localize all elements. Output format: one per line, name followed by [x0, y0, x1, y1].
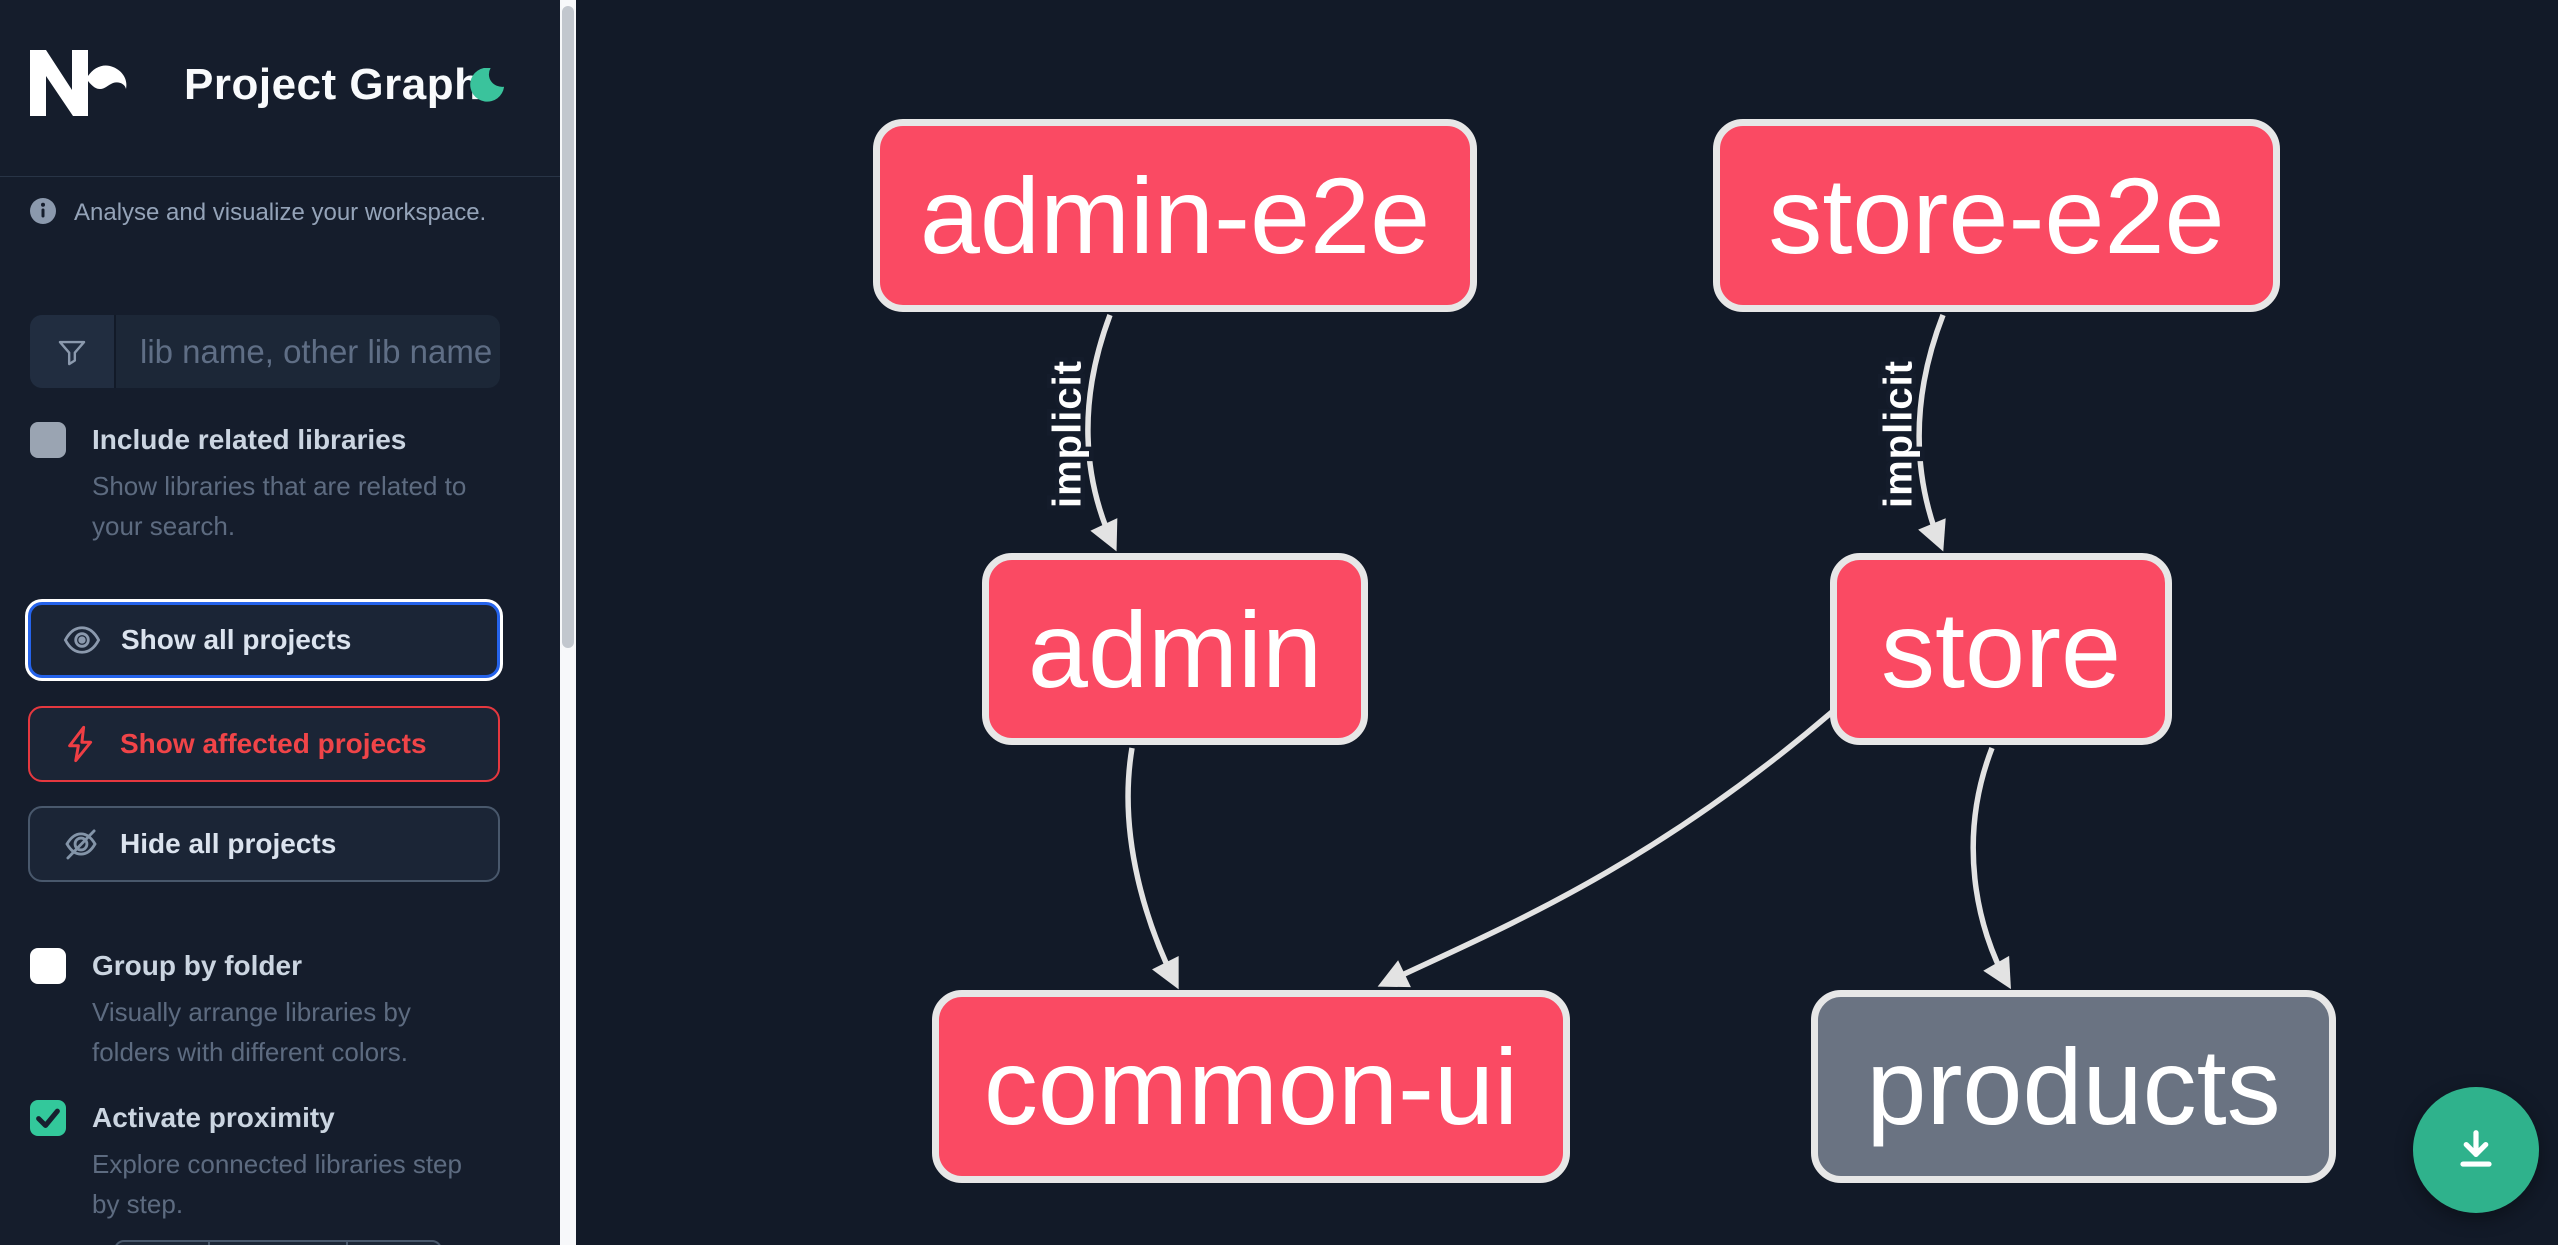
group-by-folder-label: Group by folder	[92, 950, 302, 981]
node-label: store	[1880, 588, 2122, 710]
node-label: products	[1866, 1026, 2281, 1147]
sidebar-header: Project Graph	[0, 0, 560, 177]
page-title: Project Graph	[184, 60, 482, 109]
filter-icon	[30, 315, 116, 388]
include-related-checkbox[interactable]	[30, 422, 66, 458]
search-input[interactable]	[116, 315, 500, 388]
download-icon	[2460, 1130, 2492, 1167]
include-related-description: Show libraries that are related to your …	[92, 471, 467, 541]
sidebar-scrollbar-thumb[interactable]	[562, 6, 574, 648]
sidebar: Project Graph Analyse and visualize your…	[0, 0, 560, 1245]
eye-off-icon	[60, 823, 102, 865]
activate-proximity-description: Explore connected libraries step by step…	[92, 1149, 462, 1219]
activate-proximity-checkbox[interactable]	[30, 1100, 66, 1136]
hide-all-projects-button[interactable]: Hide all projects	[28, 806, 500, 882]
show-affected-projects-button[interactable]: Show affected projects	[28, 706, 500, 782]
download-graph-button[interactable]	[2413, 1087, 2539, 1213]
theme-toggle-moon-icon[interactable]	[470, 67, 505, 104]
nx-logo-icon	[28, 50, 128, 116]
info-icon	[30, 198, 56, 224]
include-related-label: Include related libraries	[92, 424, 407, 455]
node-label: admin	[1027, 588, 1323, 710]
hide-all-projects-label: Hide all projects	[120, 828, 337, 859]
graph-node-common-ui[interactable]: common-ui	[932, 990, 1570, 1183]
eye-icon	[61, 619, 103, 661]
show-all-projects-button[interactable]: Show all projects	[28, 602, 500, 678]
node-label: common-ui	[983, 1026, 1519, 1147]
activate-proximity-label: Activate proximity	[92, 1102, 335, 1133]
workspace-info-text: Analyse and visualize your workspace.	[74, 199, 487, 226]
group-by-folder-checkbox[interactable]	[30, 948, 66, 984]
graph-node-admin-e2e[interactable]: admin-e2e	[873, 119, 1477, 312]
graph-node-store[interactable]: store	[1830, 553, 2172, 745]
graph-node-store-e2e[interactable]: store-e2e	[1713, 119, 2280, 312]
proximity-stepper[interactable]	[114, 1240, 442, 1245]
header-divider	[0, 176, 560, 177]
show-all-projects-label: Show all projects	[121, 624, 352, 655]
bolt-icon	[60, 723, 102, 765]
search-box	[30, 315, 500, 388]
group-by-folder-description: Visually arrange libraries by folders wi…	[92, 997, 411, 1067]
show-affected-projects-label: Show affected projects	[120, 728, 427, 759]
graph-node-admin[interactable]: admin	[982, 553, 1368, 745]
graph-node-products[interactable]: products	[1811, 990, 2336, 1183]
node-label: store-e2e	[1768, 155, 2225, 276]
node-label: admin-e2e	[919, 155, 1431, 276]
